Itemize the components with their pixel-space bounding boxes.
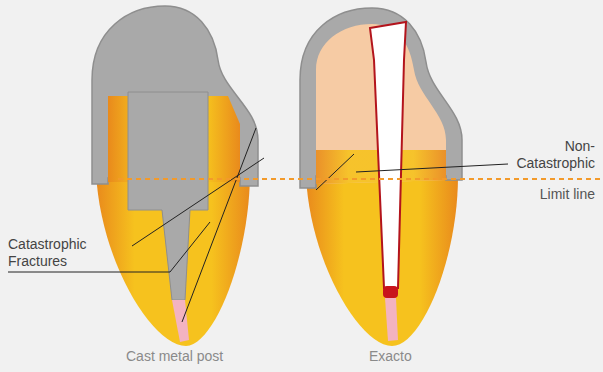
fracture-label: Non-Catastrophic: [503, 138, 595, 172]
caption-label: Cast metal post: [126, 348, 223, 365]
exacto-tooth: [300, 8, 508, 346]
limit-line: [118, 178, 603, 180]
caption-label: Exacto: [369, 348, 412, 365]
cast-post-tooth: [8, 6, 264, 346]
fracture-label: Catastrophic Fractures: [8, 236, 108, 270]
limit-label: Limit line: [503, 186, 595, 203]
